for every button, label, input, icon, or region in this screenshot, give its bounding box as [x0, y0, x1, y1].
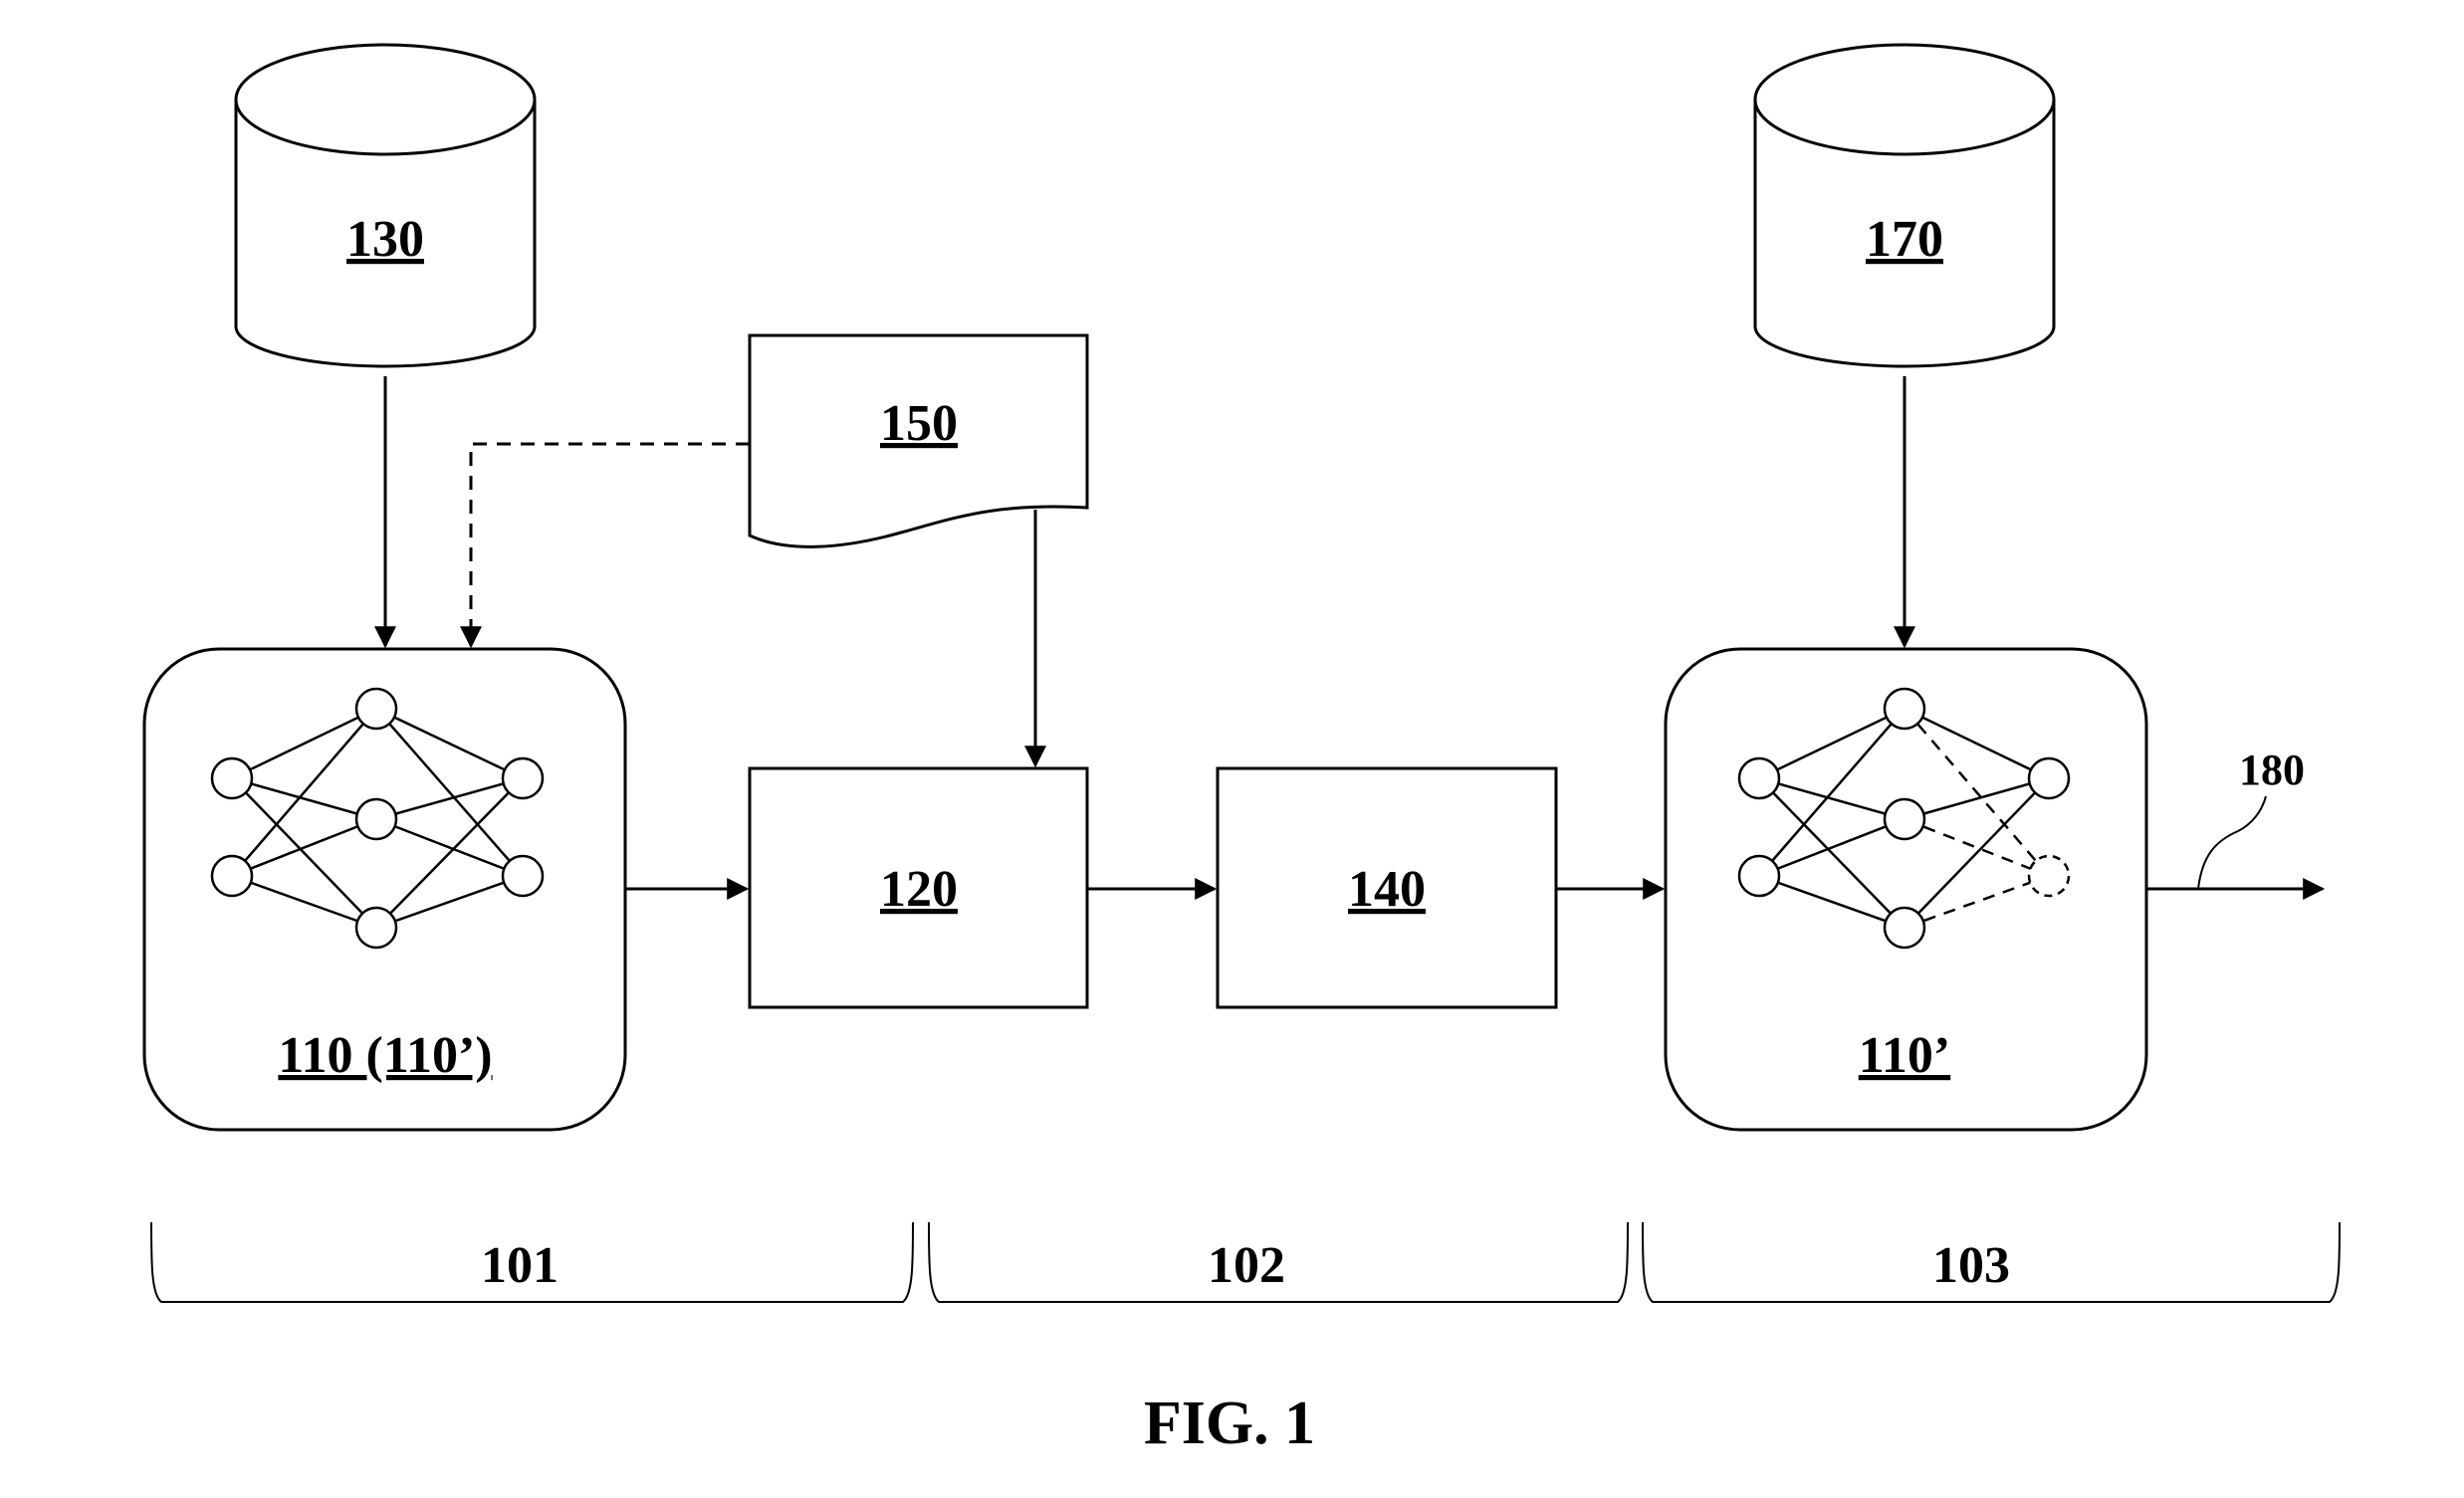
network-graph-right: [1758, 707, 2050, 930]
connectors: [374, 376, 2326, 900]
document-150: 150: [748, 333, 1089, 548]
database-130: 130: [234, 43, 537, 368]
database-170-label: 170: [1866, 211, 1943, 268]
database-130-label: 130: [346, 211, 424, 268]
brace-101: [150, 1221, 914, 1303]
neuron-node: [1883, 797, 1926, 841]
pruned-connections: [1904, 708, 2050, 930]
neuron-node: [210, 756, 254, 800]
neuron-node: [1883, 906, 1926, 950]
dashed-arrow-150-to-110: [460, 442, 750, 649]
network-graph-left: [231, 707, 524, 930]
block-140: 140: [1216, 766, 1558, 1009]
pruned-neuron-node: [2027, 854, 2071, 898]
neuron-node: [501, 854, 545, 898]
neural-network-110: 110 (110’): [142, 647, 627, 1132]
leader-line-180: [2197, 795, 2267, 890]
neuron-node: [354, 797, 398, 841]
brace-102: [928, 1221, 1629, 1303]
neuron-node: [354, 687, 398, 731]
brace-103: [1642, 1221, 2341, 1303]
block-140-label: 140: [1348, 861, 1426, 918]
neuron-node: [210, 854, 254, 898]
neuron-node: [501, 756, 545, 800]
neuron-node: [2027, 756, 2071, 800]
stage-braces: [150, 1221, 2341, 1303]
figure-caption: FIG. 1: [1144, 1390, 1315, 1457]
stage-101-label: 101: [481, 1237, 559, 1294]
block-120: 120: [748, 766, 1089, 1009]
stage-103-label: 103: [1932, 1237, 2010, 1294]
neural-network-110-label: 110 (110’): [278, 1027, 492, 1084]
output-label-180: 180: [2239, 746, 2305, 794]
stage-102-label: 102: [1208, 1237, 1285, 1294]
neuron-node: [1737, 854, 1781, 898]
neural-network-110-prime-label: 110’: [1859, 1027, 1950, 1084]
neuron-node: [354, 906, 398, 950]
neuron-node: [1737, 756, 1781, 800]
document-150-label: 150: [880, 395, 958, 452]
neuron-node: [1883, 687, 1926, 731]
block-120-label: 120: [880, 861, 958, 918]
neural-network-110-prime: 110’: [1664, 647, 2148, 1132]
database-170: 170: [1753, 43, 2056, 368]
